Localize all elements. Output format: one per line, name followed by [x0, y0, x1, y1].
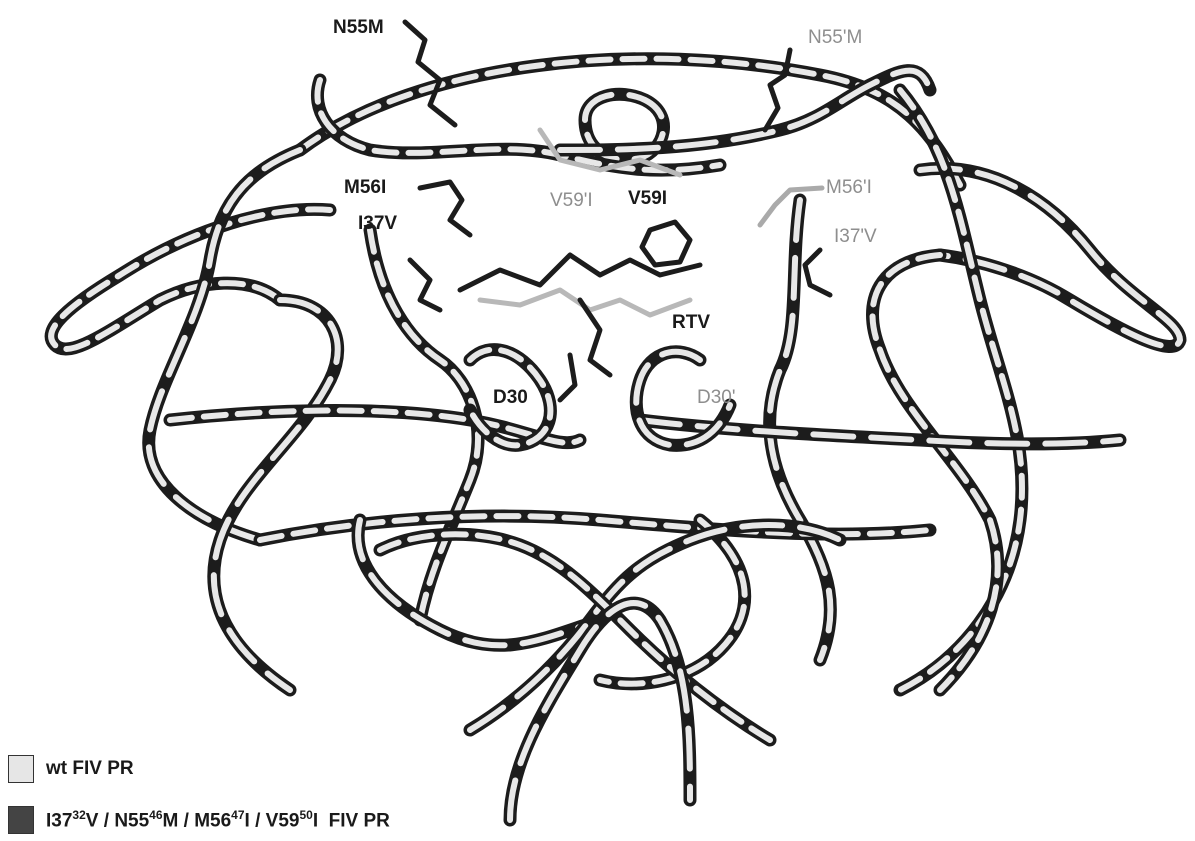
- label-v59prime-i: V59'I: [550, 190, 593, 212]
- stick-i37v: [410, 260, 440, 310]
- ribbon-mid-left: [170, 411, 580, 443]
- stick-m56i: [420, 182, 470, 235]
- label-v59i: V59I: [628, 188, 667, 210]
- label-n55m: N55M: [333, 17, 384, 39]
- legend-wt-label: wt FIV PR: [46, 758, 134, 780]
- label-m56i: M56I: [344, 177, 386, 199]
- stick-ligand-a: [460, 255, 700, 290]
- ribbon-left-loop-highlight: [214, 300, 338, 690]
- label-d30prime: D30': [697, 387, 735, 409]
- label-m56prime-i: M56'I: [826, 177, 872, 199]
- stick-i37pv: [805, 250, 830, 295]
- stick-d30: [560, 355, 575, 400]
- stick-ligand-ring: [642, 222, 690, 265]
- legend-mutant: I3732V / N5546M / M5647I / V5950I FIV PR: [8, 806, 390, 834]
- label-rtv: RTV: [672, 312, 710, 334]
- label-i37v: I37V: [358, 213, 397, 235]
- stick-ligand-c: [580, 300, 610, 375]
- legend-mutant-label: I3732V / N5546M / M5647I / V5950I FIV PR: [46, 808, 390, 832]
- legend-wt-swatch: [8, 755, 34, 783]
- stick-n55: [405, 22, 455, 125]
- legend-wt: wt FIV PR: [8, 755, 134, 783]
- ribbon-cross-a-highlight: [470, 525, 840, 730]
- ribbon-strands: [51, 59, 1180, 820]
- label-n55prime-m: N55'M: [808, 27, 862, 49]
- ribbon-upper-right-highlight: [560, 71, 930, 150]
- label-i37prime-v: I37'V: [834, 226, 877, 248]
- label-d30: D30: [493, 387, 528, 409]
- legend-mutant-swatch: [8, 806, 34, 834]
- stick-m56pi: [760, 188, 822, 225]
